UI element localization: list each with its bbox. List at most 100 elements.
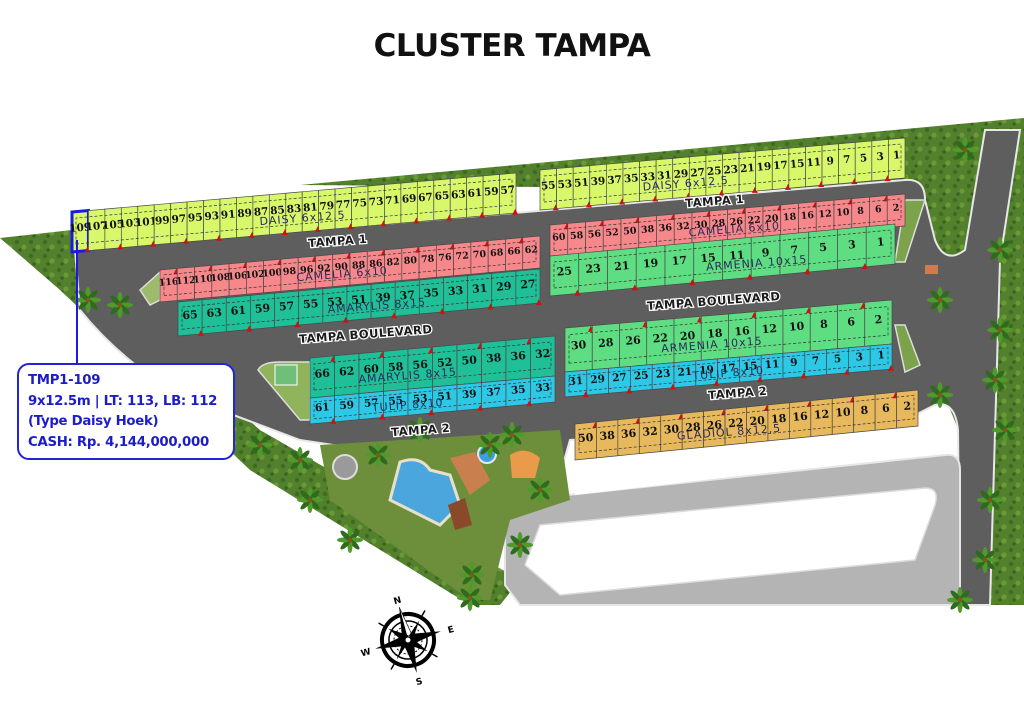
lot[interactable]: 29	[491, 270, 517, 308]
lot[interactable]: 33	[530, 375, 556, 405]
lot[interactable]: 31	[467, 273, 494, 310]
lot[interactable]: 25	[630, 364, 653, 392]
lot[interactable]: 95	[186, 200, 204, 243]
lot[interactable]: 57	[499, 172, 519, 215]
lot[interactable]: 16	[798, 201, 819, 236]
lot[interactable]: 28	[681, 410, 704, 450]
lot[interactable]: 59	[482, 174, 500, 217]
lot[interactable]: 100	[262, 258, 284, 294]
lot[interactable]: 3	[837, 226, 868, 270]
lot[interactable]: 61	[466, 175, 486, 218]
lot[interactable]: 37	[606, 162, 626, 205]
lot[interactable]: 20	[762, 204, 783, 239]
lot[interactable]: 1	[888, 137, 906, 180]
lot[interactable]: 112	[176, 266, 197, 301]
lot[interactable]: 8	[809, 304, 838, 352]
lot[interactable]: 28	[709, 209, 728, 244]
lot-shape[interactable]	[886, 193, 906, 228]
lot[interactable]: 15	[693, 239, 723, 284]
lot[interactable]: 76	[436, 243, 456, 278]
lot[interactable]: 12	[755, 308, 784, 357]
lot[interactable]: 18	[767, 402, 790, 442]
lot[interactable]: 31	[655, 157, 674, 201]
lot[interactable]: 69	[400, 181, 420, 224]
lot[interactable]: 88	[349, 251, 368, 286]
lot[interactable]: 21	[607, 247, 638, 292]
lot[interactable]: 19	[755, 149, 773, 192]
lot[interactable]: 30	[564, 325, 594, 373]
lot[interactable]: 38	[596, 419, 619, 459]
lot[interactable]: 65	[433, 178, 453, 221]
lot[interactable]: 81	[301, 189, 321, 233]
lot[interactable]: 10	[782, 306, 812, 354]
lot[interactable]: 55	[298, 288, 324, 326]
lot[interactable]: 10	[833, 198, 854, 233]
lot[interactable]: 79	[318, 188, 336, 231]
lot[interactable]: 17	[771, 147, 792, 191]
lot-shape[interactable]	[515, 268, 541, 306]
lot[interactable]: 92	[315, 254, 334, 289]
lot[interactable]: 101	[135, 204, 158, 247]
lot[interactable]: 90	[332, 252, 353, 287]
lot[interactable]: 38	[481, 340, 507, 383]
lot[interactable]: 39	[589, 163, 607, 207]
lot[interactable]: 60	[549, 223, 570, 258]
lot[interactable]: 87	[252, 194, 270, 237]
lot[interactable]: 51	[346, 284, 372, 321]
lot[interactable]: 11	[805, 144, 825, 188]
lot[interactable]: 27	[515, 268, 542, 306]
lot[interactable]: 56	[407, 346, 435, 390]
lot[interactable]: 35	[505, 377, 533, 407]
lot[interactable]: 53	[556, 166, 574, 209]
lot[interactable]: 19	[695, 358, 720, 387]
lot[interactable]: 99	[153, 202, 172, 246]
lot[interactable]: 1	[865, 223, 896, 268]
lot[interactable]: 11	[760, 352, 784, 381]
lot[interactable]: 68	[487, 238, 506, 274]
lot[interactable]: 82	[384, 247, 403, 283]
lot[interactable]: 97	[170, 201, 190, 244]
lot[interactable]: 1	[869, 343, 894, 372]
lot[interactable]: 89	[236, 195, 256, 238]
lot[interactable]: 61	[225, 295, 253, 332]
lot[interactable]: 25	[549, 252, 581, 297]
lot[interactable]: 12	[815, 199, 835, 235]
lot[interactable]: 35	[622, 160, 640, 204]
lot[interactable]: 70	[470, 240, 491, 275]
lot[interactable]: 26	[619, 320, 649, 368]
lot[interactable]: 59	[334, 393, 360, 423]
lot[interactable]: 12	[810, 398, 833, 438]
lot[interactable]: 73	[367, 184, 387, 227]
lot[interactable]: 55	[383, 388, 409, 418]
lot[interactable]: 6	[837, 301, 867, 350]
lot[interactable]: 62	[334, 353, 360, 397]
lot[interactable]: 62	[522, 235, 541, 270]
lot[interactable]: 37	[394, 279, 420, 317]
lot[interactable]: 71	[384, 182, 402, 225]
lot[interactable]: 22	[646, 318, 675, 366]
lot[interactable]: 23	[722, 152, 740, 195]
lot[interactable]: 50	[620, 216, 641, 252]
lot[interactable]: 2	[886, 193, 906, 228]
lot[interactable]: 56	[585, 219, 606, 255]
lot[interactable]: 32	[530, 335, 556, 379]
lot[interactable]: 77	[334, 187, 354, 230]
lot[interactable]: 19	[635, 244, 666, 289]
lot[interactable]: 8	[851, 196, 870, 232]
lot[interactable]: 23	[651, 362, 676, 390]
lot[interactable]: 52	[432, 344, 458, 388]
lot[interactable]: 96	[297, 255, 318, 291]
lot[interactable]: 33	[639, 159, 659, 202]
lot-shape[interactable]	[499, 172, 517, 215]
lot-shape[interactable]	[869, 343, 893, 372]
lot[interactable]: 16	[789, 400, 813, 440]
lot[interactable]: 2	[896, 389, 919, 429]
lot[interactable]: 32	[638, 415, 662, 455]
lot[interactable]: 26	[703, 408, 727, 448]
lot[interactable]: 58	[567, 221, 586, 256]
lot[interactable]: 108	[210, 263, 231, 298]
lot[interactable]: 50	[456, 342, 484, 386]
lot[interactable]: 37	[481, 380, 507, 409]
lot[interactable]: 26	[727, 207, 748, 242]
lot[interactable]: 50	[574, 421, 599, 461]
